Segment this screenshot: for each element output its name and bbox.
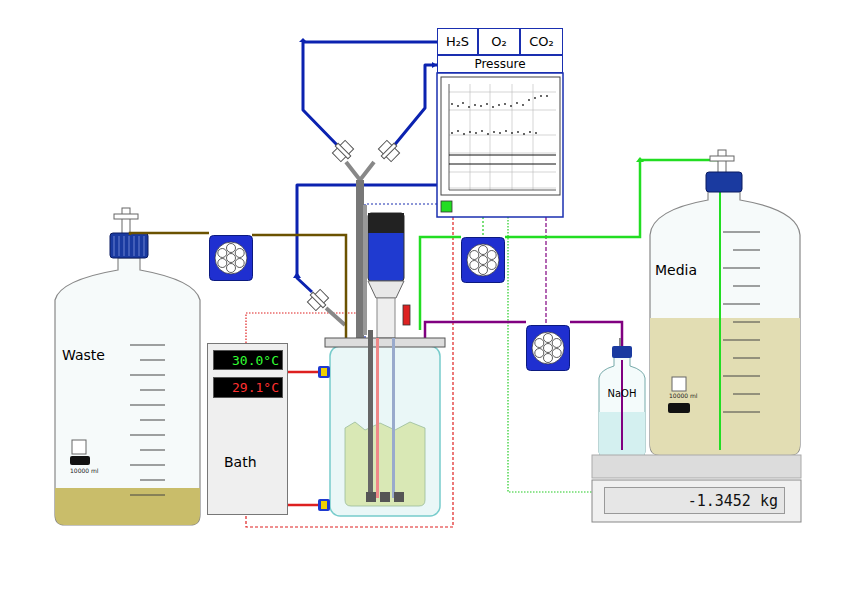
node-text: Pressure — [474, 57, 525, 71]
node-text: 29.1°C — [232, 380, 279, 395]
temperature-display: 30.0°C — [213, 350, 283, 370]
node-text: Media — [655, 262, 697, 278]
pressure-cell: Pressure — [437, 55, 563, 73]
waste-bottle: Waste — [62, 344, 120, 366]
node-text: H₂S — [446, 34, 469, 49]
node-text: CO₂ — [529, 34, 554, 49]
bottle-volume-label: 10000 ml — [70, 467, 99, 474]
temperature-display: 29.1°C — [213, 377, 283, 398]
node-text: O₂ — [491, 34, 506, 49]
water-bath: Bath 30.0°C 29.1°C — [207, 343, 288, 515]
node-text: NaOH — [608, 388, 637, 399]
media-bottle: Media — [655, 259, 711, 281]
naoh-bottle: NaOH — [603, 386, 641, 400]
gas-sensor-cell: O₂ — [478, 28, 520, 55]
scale-display: -1.3452 kg — [604, 487, 785, 514]
node-text: Bath — [224, 454, 257, 470]
node-text: -1.3452 kg — [688, 492, 778, 510]
gas-sensor-cell: H₂S — [437, 28, 478, 55]
bottle-volume-label: 10000 ml — [669, 392, 698, 399]
node-text: 30.0°C — [232, 353, 279, 368]
node-text: Waste — [62, 347, 105, 363]
gas-sensor-cell: CO₂ — [520, 28, 563, 55]
